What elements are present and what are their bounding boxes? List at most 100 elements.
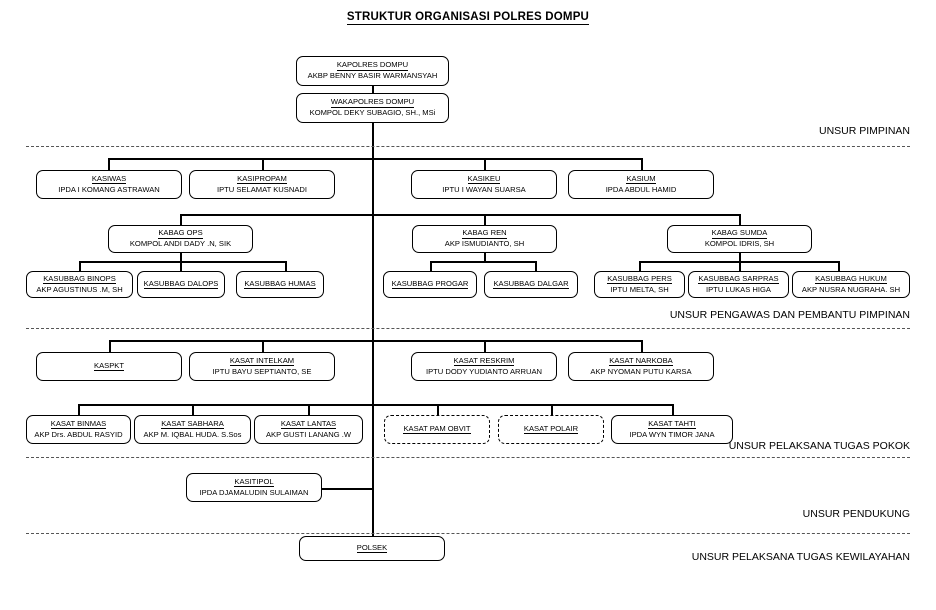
node-kasubbag-binops-role: KASUBBAG BINOPS	[43, 273, 116, 285]
connector-kabagsumda-down	[739, 253, 741, 261]
node-kasium[interactable]: KASIUM IPDA ABDUL HAMID	[568, 170, 714, 199]
node-kabag-ren-name: AKP ISMUDIANTO, SH	[444, 239, 525, 249]
connector-bus-ops-subbag	[79, 261, 286, 263]
node-kasitipol[interactable]: KASITIPOL IPDA DJAMALUDIN SULAIMAN	[186, 473, 322, 502]
node-kasitipol-role: KASITIPOL	[234, 476, 274, 488]
connector-stub-hukum	[838, 261, 840, 271]
node-wakapolres[interactable]: WAKAPOLRES DOMPU KOMPOL DEKY SUBAGIO, SH…	[296, 93, 449, 123]
node-kaspkt-role: KASPKT	[94, 360, 124, 372]
node-kasubbag-humas[interactable]: KASUBBAG HUMAS	[236, 271, 324, 298]
node-kasipropam-name: IPTU SELAMAT KUSNADI	[216, 184, 308, 194]
node-kasubbag-sarpras-role: KASUBBAG SARPRAS	[698, 273, 779, 285]
node-kasubbag-dalops-role: KASUBBAG DALOPS	[143, 278, 219, 290]
node-kabag-sumda-name: KOMPOL IDRIS, SH	[704, 239, 775, 249]
node-kasat-narkoba[interactable]: KASAT NARKOBA AKP NYOMAN PUTU KARSA	[568, 352, 714, 381]
node-kasikeu-name: IPTU I WAYAN SUARSA	[442, 184, 526, 194]
node-kasubbag-dalgar[interactable]: KASUBBAG DALGAR	[484, 271, 578, 298]
node-kasat-lantas-role: KASAT LANTAS	[280, 418, 337, 430]
node-kasat-narkoba-role: KASAT NARKOBA	[609, 355, 673, 367]
node-kasat-narkoba-name: AKP NYOMAN PUTU KARSA	[590, 366, 692, 376]
node-kapolres-name: AKBP BENNY BASIR WARMANSYAH	[307, 71, 438, 81]
node-kasat-binmas[interactable]: KASAT BINMAS AKP Drs. ABDUL RASYID	[26, 415, 131, 444]
divider-pengawas	[26, 328, 910, 329]
node-kasat-intelkam-name: IPTU BAYU SEPTIANTO, SE	[212, 366, 312, 376]
connector-stub-sarpras	[739, 261, 741, 271]
node-kasat-polair[interactable]: KASAT POLAIR	[498, 415, 604, 444]
connector-stub-kasium	[641, 158, 643, 170]
divider-pendukung	[26, 533, 910, 534]
section-label-pendukung: UNSUR PENDUKUNG	[802, 508, 910, 520]
node-kasipropam[interactable]: KASIPROPAM IPTU SELAMAT KUSNADI	[189, 170, 335, 199]
node-kaspkt[interactable]: KASPKT	[36, 352, 182, 381]
connector-stub-pamobvit	[437, 404, 439, 415]
connector-stub-tahti	[672, 404, 674, 415]
node-wakapolres-role: WAKAPOLRES DOMPU	[330, 97, 415, 108]
node-kasubbag-hukum[interactable]: KASUBBAG HUKUM AKP NUSRA NUGRAHA. SH	[792, 271, 910, 298]
node-kasubbag-hukum-role: KASUBBAG HUKUM	[815, 273, 887, 285]
node-kasiwas[interactable]: KASIWAS IPDA I KOMANG ASTRAWAN	[36, 170, 182, 199]
node-kasiwas-role: KASIWAS	[91, 173, 127, 185]
node-kasubbag-progar[interactable]: KASUBBAG PROGAR	[383, 271, 477, 298]
node-kabag-sumda[interactable]: KABAG SUMDA KOMPOL IDRIS, SH	[667, 225, 812, 253]
node-kasubbag-binops-name: AKP AGUSTINUS .M, SH	[36, 284, 123, 294]
connector-spine-polsek	[372, 528, 374, 536]
node-kapolres[interactable]: KAPOLRES DOMPU AKBP BENNY BASIR WARMANSY…	[296, 56, 449, 86]
node-kasubbag-progar-role: KASUBBAG PROGAR	[391, 278, 469, 290]
node-kabag-ren-role: KABAG REN	[462, 228, 507, 239]
node-kasubbag-dalgar-role: KASUBBAG DALGAR	[493, 278, 569, 290]
connector-stub-polair	[551, 404, 553, 415]
node-kasat-pam-obvit[interactable]: KASAT PAM OBVIT	[384, 415, 490, 444]
node-kasubbag-sarpras-name: IPTU LUKAS HIGA	[706, 284, 771, 294]
section-label-pengawas: UNSUR PENGAWAS DAN PEMBANTU PIMPINAN	[669, 309, 910, 321]
node-kabag-ren[interactable]: KABAG REN AKP ISMUDIANTO, SH	[412, 225, 557, 253]
node-kasat-reskrim-name: IPTU DODY YUDIANTO ARRUAN	[425, 366, 543, 376]
node-kasat-intelkam[interactable]: KASAT INTELKAM IPTU BAYU SEPTIANTO, SE	[189, 352, 335, 381]
page-title: STRUKTUR ORGANISASI POLRES DOMPU	[0, 11, 936, 25]
node-kasubbag-binops[interactable]: KASUBBAG BINOPS AKP AGUSTINUS .M, SH	[26, 271, 133, 298]
connector-stub-kasikeu	[484, 158, 486, 170]
node-kasubbag-pers[interactable]: KASUBBAG PERS IPTU MELTA, SH	[594, 271, 685, 298]
connector-stub-dalgar	[535, 261, 537, 271]
connector-stub-humas	[285, 261, 287, 271]
connector-stub-pers	[639, 261, 641, 271]
node-kasubbag-pers-role: KASUBBAG PERS	[607, 273, 672, 285]
connector-spine-pimpinan	[372, 132, 374, 362]
node-kasat-reskrim-role: KASAT RESKRIM	[453, 355, 515, 367]
node-kasitipol-name: IPDA DJAMALUDIN SULAIMAN	[199, 487, 309, 497]
node-kasat-reskrim[interactable]: KASAT RESKRIM IPTU DODY YUDIANTO ARRUAN	[411, 352, 557, 381]
node-kasubbag-pers-name: IPTU MELTA, SH	[610, 284, 669, 294]
section-label-pimpinan: UNSUR PIMPINAN	[818, 125, 910, 137]
node-polsek[interactable]: POLSEK	[299, 536, 445, 561]
connector-kasitipol-spine	[322, 488, 373, 490]
node-kasubbag-dalops[interactable]: KASUBBAG DALOPS	[137, 271, 225, 298]
connector-stub-narkoba	[641, 340, 643, 352]
node-kabag-sumda-role: KABAG SUMDA	[711, 228, 768, 239]
connector-stub-reskrim	[484, 340, 486, 352]
node-kasubbag-humas-role: KASUBBAG HUMAS	[244, 278, 316, 290]
node-kabag-ops[interactable]: KABAG OPS KOMPOL ANDI DADY .N, SIK	[108, 225, 253, 253]
node-kasubbag-sarpras[interactable]: KASUBBAG SARPRAS IPTU LUKAS HIGA	[688, 271, 789, 298]
connector-stub-kasipropam	[262, 158, 264, 170]
node-kasubbag-hukum-name: AKP NUSRA NUGRAHA. SH	[801, 284, 901, 294]
node-kasat-tahti[interactable]: KASAT TAHTI IPDA WYN TIMOR JANA	[611, 415, 733, 444]
node-kasat-lantas[interactable]: KASAT LANTAS AKP GUSTI LANANG .W	[254, 415, 363, 444]
connector-stub-kabag-ren	[484, 214, 486, 225]
node-kasat-intelkam-role: KASAT INTELKAM	[229, 355, 295, 367]
connector-bus-staff	[108, 158, 642, 160]
node-kabag-ops-role: KABAG OPS	[158, 228, 203, 239]
node-kasat-tahti-role: KASAT TAHTI	[648, 418, 696, 430]
connector-stub-kasiwas	[108, 158, 110, 170]
connector-stub-intelkam	[262, 340, 264, 352]
connector-stub-progar	[430, 261, 432, 271]
node-kasat-lantas-name: AKP GUSTI LANANG .W	[265, 429, 352, 439]
connector-kabagren-down	[484, 253, 486, 261]
node-kasiwas-name: IPDA I KOMANG ASTRAWAN	[58, 184, 160, 194]
connector-spine-pokok	[372, 362, 374, 540]
node-kasikeu[interactable]: KASIKEU IPTU I WAYAN SUARSA	[411, 170, 557, 199]
node-wakapolres-name: KOMPOL DEKY SUBAGIO, SH., MSi	[309, 108, 436, 118]
node-kasikeu-role: KASIKEU	[467, 173, 501, 185]
divider-pokok	[26, 457, 910, 458]
connector-stub-binmas	[78, 404, 80, 415]
node-kasat-sabhara[interactable]: KASAT SABHARA AKP M. IQBAL HUDA. S.Sos	[134, 415, 251, 444]
